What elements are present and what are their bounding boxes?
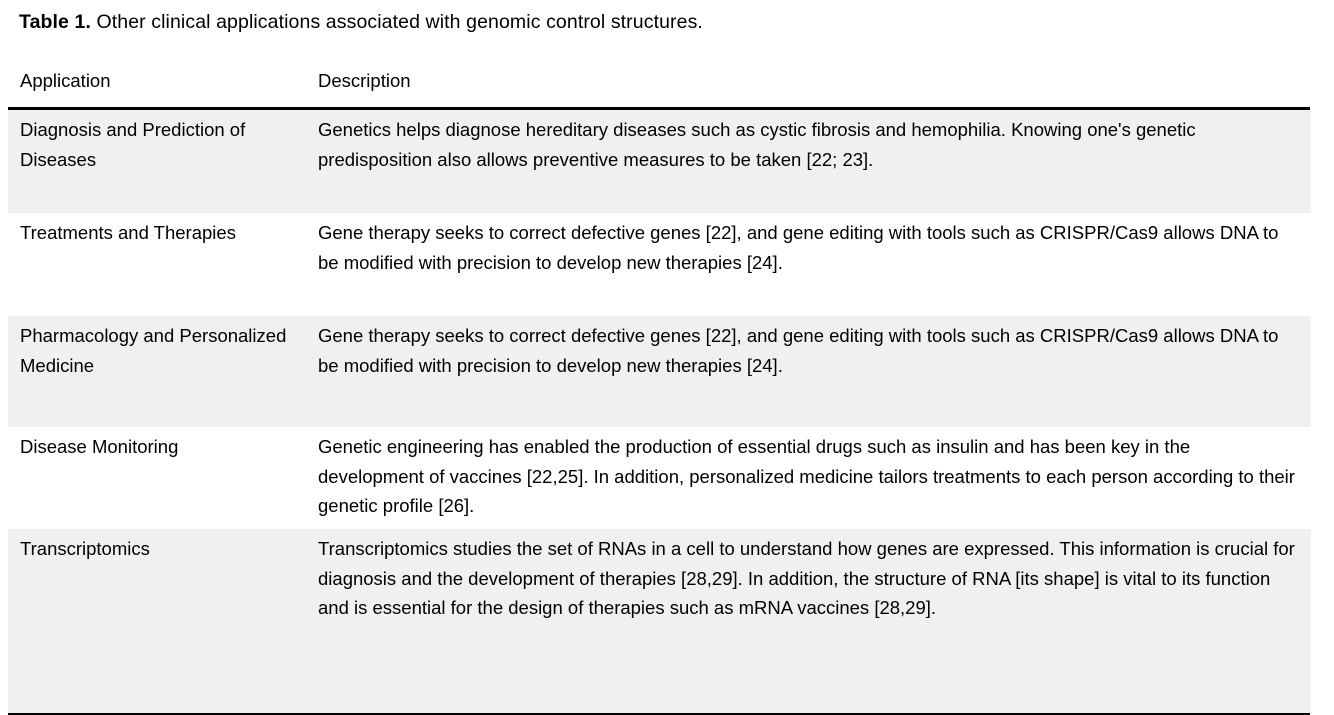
column-header-description: Description — [318, 70, 411, 91]
cell-application: Diagnosis and Prediction of Diseases — [20, 119, 246, 170]
table-row: Diagnosis and Prediction of Diseases Gen… — [8, 110, 1311, 213]
table-body: Diagnosis and Prediction of Diseases Gen… — [8, 110, 1311, 713]
table-top-rule — [8, 107, 1310, 110]
cell-application: Treatments and Therapies — [20, 222, 236, 243]
table-caption-text: Other clinical applications associated w… — [90, 11, 703, 33]
table-row: Treatments and Therapies Gene therapy se… — [8, 213, 1311, 316]
table-row: Disease Monitoring Genetic engineering h… — [8, 427, 1311, 529]
data-table: Application Description Diagnosis and Pr… — [8, 62, 1311, 715]
table-bottom-rule — [8, 713, 1310, 715]
table-header-row: Application Description — [8, 62, 1311, 107]
table-caption: Table 1. Other clinical applications ass… — [19, 9, 703, 35]
cell-application: Disease Monitoring — [20, 436, 179, 457]
cell-description: Gene therapy seeks to correct defective … — [318, 325, 1279, 376]
cell-application: Pharmacology and Personalized Medicine — [20, 325, 287, 376]
column-header-application: Application — [20, 70, 111, 91]
table-caption-label: Table 1. — [19, 11, 91, 33]
cell-description: Transcriptomics studies the set of RNAs … — [318, 538, 1295, 618]
cell-description: Genetic engineering has enabled the prod… — [318, 436, 1295, 516]
table-row: Pharmacology and Personalized Medicine G… — [8, 316, 1311, 427]
cell-description: Gene therapy seeks to correct defective … — [318, 222, 1279, 273]
cell-description: Genetics helps diagnose hereditary disea… — [318, 119, 1196, 170]
table-row: Transcriptomics Transcriptomics studies … — [8, 529, 1311, 713]
cell-application: Transcriptomics — [20, 538, 150, 559]
